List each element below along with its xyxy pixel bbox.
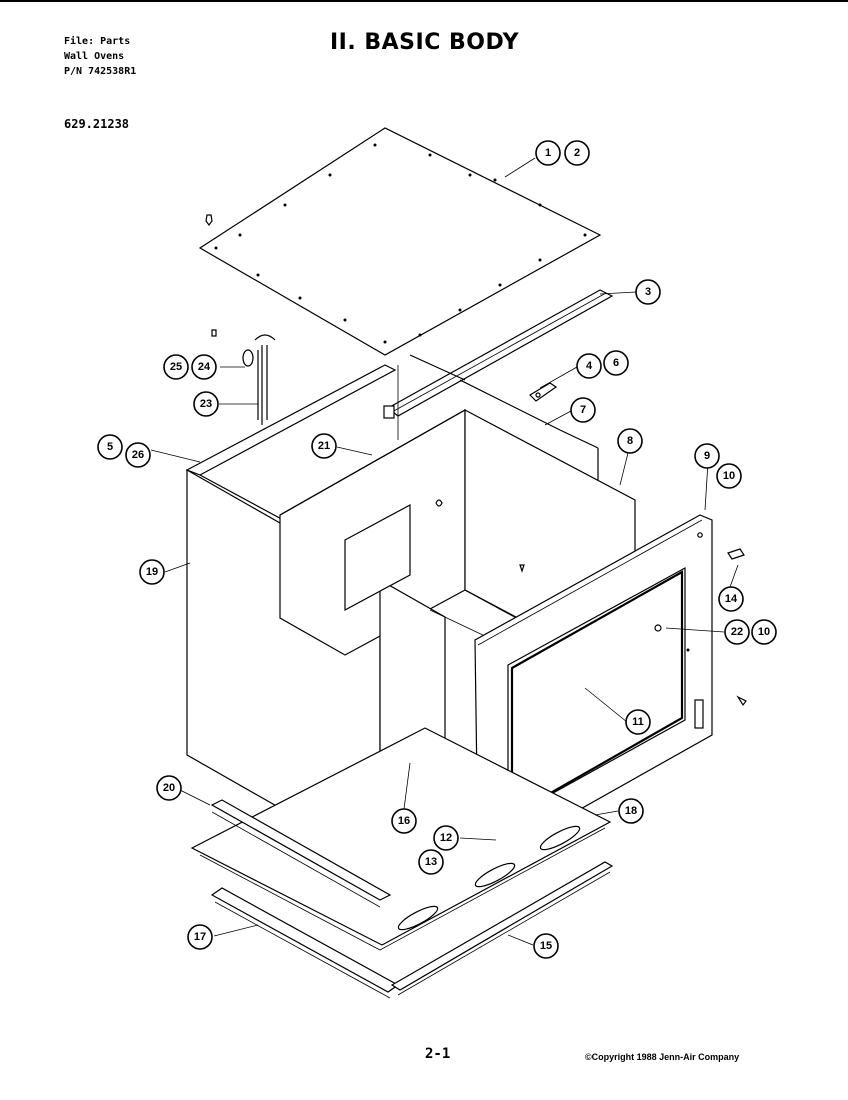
callout-4: 4 [576, 353, 602, 379]
svg-text:6: 6 [613, 357, 619, 369]
callout-10-upper: 10 [716, 463, 742, 489]
base-rail-15 [390, 861, 614, 996]
callout-25: 25 [163, 354, 189, 380]
copyright-notice: ©Copyright 1988 Jenn-Air Company [585, 1052, 740, 1062]
svg-text:15: 15 [540, 940, 552, 952]
rear-strip [383, 289, 614, 419]
callout-12: 12 [433, 825, 459, 851]
callout-24: 24 [191, 354, 217, 380]
bracket-part [529, 382, 558, 402]
callout-15: 15 [533, 933, 559, 959]
svg-text:12: 12 [440, 832, 452, 844]
callout-22: 22 [724, 619, 750, 645]
svg-text:4: 4 [586, 360, 593, 372]
back-divider [397, 354, 599, 480]
callout-18: 18 [618, 798, 644, 824]
model-number: 629.21238 [64, 117, 130, 131]
svg-text:2: 2 [574, 147, 580, 159]
svg-text:5: 5 [107, 441, 113, 453]
front-frame [474, 514, 713, 861]
leader-lines [150, 157, 739, 946]
svg-text:13: 13 [425, 856, 437, 868]
category-line: Wall Ovens [64, 51, 125, 62]
callout-6: 6 [603, 350, 629, 376]
callout-13: 13 [418, 849, 444, 875]
callout-1: 1 [535, 140, 561, 166]
callout-5: 5 [97, 434, 123, 460]
svg-text:10: 10 [758, 626, 770, 638]
part-number-line: P/N 742538R1 [64, 66, 137, 77]
svg-text:11: 11 [632, 716, 644, 728]
svg-text:21: 21 [318, 440, 330, 452]
svg-text:25: 25 [170, 361, 182, 373]
svg-text:22: 22 [731, 626, 743, 638]
callout-14: 14 [718, 586, 744, 612]
top-border-line [0, 0, 848, 2]
base-pan [190, 727, 612, 951]
callout-11: 11 [625, 709, 651, 735]
svg-text:7: 7 [580, 404, 586, 416]
callout-23: 23 [193, 391, 219, 417]
svg-text:8: 8 [627, 435, 633, 447]
callouts: 1 2 3 4 6 7 8 9 10 5 26 25 24 23 21 19 1… [97, 140, 777, 959]
file-line: File: Parts [64, 36, 131, 47]
callout-10-lower: 10 [751, 619, 777, 645]
svg-text:14: 14 [725, 593, 738, 605]
callout-2: 2 [564, 140, 590, 166]
callout-26: 26 [125, 442, 151, 468]
svg-text:10: 10 [723, 470, 735, 482]
page-title: II. BASIC BODY [330, 30, 520, 55]
callout-17: 17 [187, 924, 213, 950]
svg-text:1: 1 [545, 147, 551, 159]
wire-harness [211, 329, 276, 425]
hardware-screw [654, 548, 747, 707]
base-rail-20 [210, 799, 392, 908]
svg-text:24: 24 [198, 361, 211, 373]
callout-19: 19 [139, 559, 165, 585]
callout-21: 21 [311, 433, 337, 459]
callout-16: 16 [391, 808, 417, 834]
svg-text:18: 18 [625, 805, 637, 817]
file-info: File: Parts Wall Ovens P/N 742538R1 [64, 34, 136, 79]
svg-text:23: 23 [200, 398, 212, 410]
callout-3: 3 [635, 279, 661, 305]
callout-20: 20 [156, 775, 182, 801]
svg-text:20: 20 [163, 782, 175, 794]
svg-text:16: 16 [398, 815, 410, 827]
svg-text:3: 3 [645, 286, 651, 298]
svg-text:19: 19 [146, 566, 158, 578]
callout-9: 9 [694, 443, 720, 469]
top-panel [198, 127, 602, 356]
page-number: 2-1 [425, 1046, 451, 1062]
svg-text:26: 26 [132, 449, 144, 461]
svg-text:17: 17 [194, 931, 206, 943]
callout-8: 8 [617, 428, 643, 454]
callout-7: 7 [570, 397, 596, 423]
svg-text:9: 9 [704, 450, 710, 462]
